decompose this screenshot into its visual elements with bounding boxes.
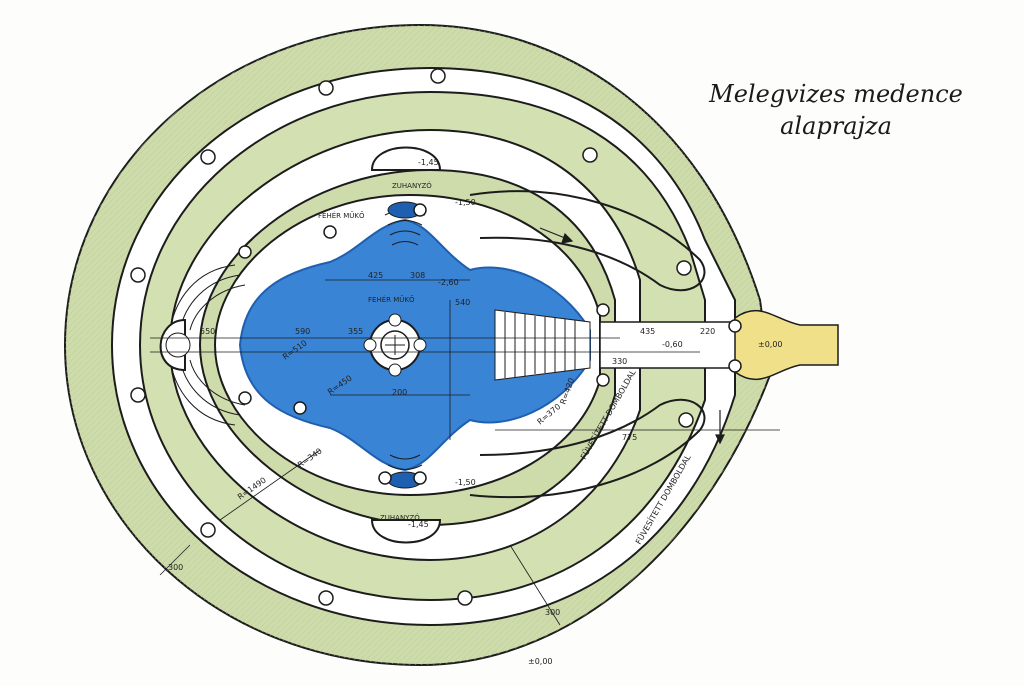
upper-hook-path	[469, 190, 706, 292]
dim-775: 775	[622, 433, 637, 442]
drawing-title: Melegvizes medence alaprajza	[686, 78, 986, 142]
level-bottom-left: -1,50	[455, 478, 476, 487]
level-top-shower: -1,45	[418, 158, 439, 167]
dim-590: 590	[295, 327, 310, 336]
label-zuhanyzo-top: ZUHANYZÓ	[392, 181, 432, 190]
flow-arrows	[539, 227, 725, 445]
level-bottom: ±0,00	[528, 657, 553, 666]
lower-hook-path	[469, 398, 706, 499]
left-apse-fountain	[165, 332, 191, 358]
dim-308: 308	[410, 271, 425, 280]
dim-550: 550	[200, 327, 215, 336]
label-feher-muko-1: FEHÉR MŰKŐ	[318, 211, 365, 220]
level-left-top: -1,50	[455, 198, 476, 207]
title-line-2: alaprajza	[780, 112, 892, 140]
dim-200: 200	[392, 388, 407, 397]
dim-300-a: 300	[168, 563, 183, 572]
bottom-shower-apse	[370, 519, 442, 544]
right-stairs	[494, 309, 591, 381]
top-shower-apse	[370, 146, 442, 171]
entrance-plaza	[734, 309, 839, 381]
label-zuhanyzo-bottom: ZUHANYZÓ	[380, 513, 420, 522]
dim-435: 435	[640, 327, 655, 336]
level-mid-right: -0,60	[662, 340, 683, 349]
level-entrance: ±0,00	[758, 340, 783, 349]
title-line-1: Melegvizes medence	[709, 80, 963, 108]
level-pool-top: -2,60	[438, 278, 459, 287]
dim-355: 355	[348, 327, 363, 336]
dim-425: 425	[368, 271, 383, 280]
dim-300-b: 300	[545, 608, 560, 617]
dim-540: 540	[455, 298, 470, 307]
lamp-posts	[130, 68, 742, 606]
dim-220: 220	[700, 327, 715, 336]
level-bottom-shower: -1,45	[408, 520, 429, 529]
dimension-lines	[150, 279, 780, 626]
dim-330: 330	[612, 357, 627, 366]
label-feher-muko-2: FEHÉR MŰKŐ	[368, 295, 415, 304]
